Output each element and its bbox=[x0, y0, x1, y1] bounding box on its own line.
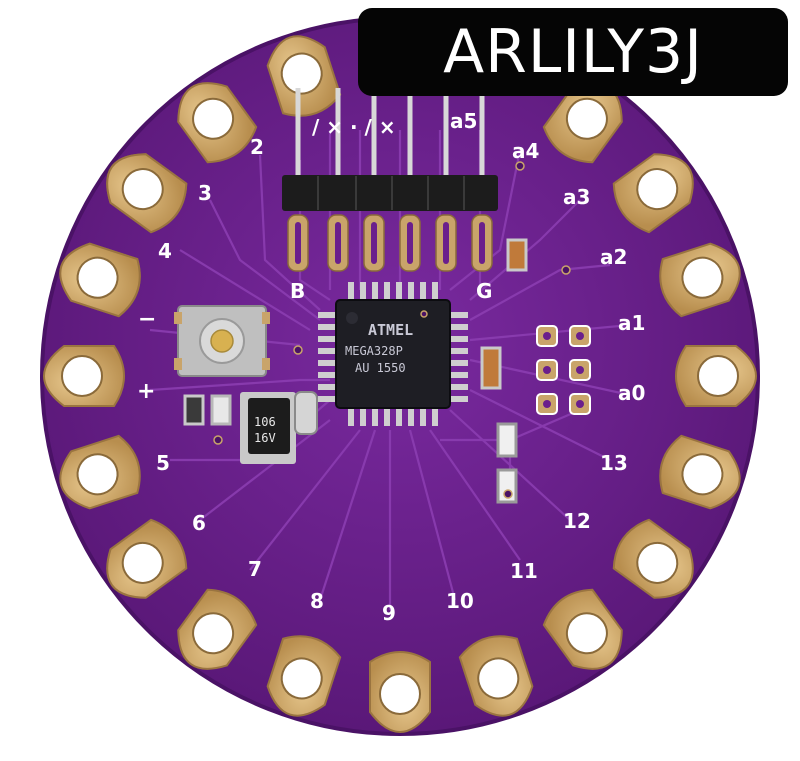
pin-label-3: 3 bbox=[198, 181, 212, 205]
sew-pad bbox=[659, 434, 741, 510]
sew-pad bbox=[659, 242, 741, 318]
pin-label-2: 2 bbox=[250, 135, 264, 159]
reset-button bbox=[174, 305, 270, 377]
header-label-top: / × · / × bbox=[312, 115, 396, 139]
chip-code: AU 1550 bbox=[355, 361, 406, 375]
pin-label-6: 6 bbox=[192, 511, 206, 535]
pin-labels: 2 3 4 − + 5 6 7 8 9 10 11 12 13 a0 a1 a2… bbox=[137, 109, 645, 625]
header-pins bbox=[295, 88, 485, 180]
sew-pad bbox=[106, 518, 188, 599]
sew-pad bbox=[542, 82, 623, 164]
sew-pad bbox=[458, 635, 534, 717]
pin-label-11: 11 bbox=[510, 559, 538, 583]
pin-label-5: 5 bbox=[156, 451, 170, 475]
sew-pad bbox=[369, 651, 431, 733]
sew-pad bbox=[43, 345, 125, 407]
sew-pad bbox=[177, 82, 258, 164]
sew-pad bbox=[612, 153, 694, 234]
sew-pad bbox=[542, 588, 623, 670]
sew-pads bbox=[43, 35, 757, 733]
pin-label-a3: a3 bbox=[563, 185, 590, 209]
sew-pad bbox=[266, 635, 342, 717]
pin-label-plus: + bbox=[137, 379, 155, 404]
mcu-chip: ATMEL MEGA328P AU 1550 bbox=[318, 282, 468, 426]
sew-pad bbox=[675, 345, 757, 407]
header-body bbox=[282, 175, 498, 211]
sew-pad bbox=[612, 518, 694, 599]
chip-brand: ATMEL bbox=[368, 321, 413, 339]
pin-label-13: 13 bbox=[600, 451, 628, 475]
pin-label-a2: a2 bbox=[600, 245, 627, 269]
smd-components bbox=[183, 238, 528, 504]
pin-label-8: 8 bbox=[310, 589, 324, 613]
pin-label-10: 10 bbox=[446, 589, 474, 613]
pin-label-9: 9 bbox=[382, 601, 396, 625]
pin-label-minus: − bbox=[138, 307, 156, 332]
header-label-g: G bbox=[476, 279, 492, 303]
title-badge: ARLILY3J bbox=[358, 8, 788, 96]
capacitor-line2: 16V bbox=[254, 431, 276, 445]
chip-pins bbox=[318, 282, 468, 426]
sew-pad bbox=[59, 242, 141, 318]
chip-model: MEGA328P bbox=[345, 344, 403, 358]
pin-label-7: 7 bbox=[248, 557, 262, 581]
pin-header bbox=[282, 88, 498, 272]
pin-label-12: 12 bbox=[563, 509, 591, 533]
chip-body bbox=[335, 299, 451, 409]
pin-label-a1: a1 bbox=[618, 311, 645, 335]
vias bbox=[213, 161, 571, 499]
sew-pad bbox=[59, 434, 141, 510]
title-badge-text: ARLILY3J bbox=[443, 17, 703, 87]
sew-pad bbox=[106, 153, 188, 234]
pin-label-a5: a5 bbox=[450, 109, 477, 133]
header-label-b: B bbox=[290, 279, 305, 303]
capacitor-line1: 106 bbox=[254, 415, 276, 429]
pin-label-4: 4 bbox=[158, 239, 172, 263]
pin-label-a0: a0 bbox=[618, 381, 645, 405]
pin-label-a4: a4 bbox=[512, 139, 539, 163]
sew-pad bbox=[177, 588, 258, 670]
tantalum-capacitor: 106 16V bbox=[240, 392, 296, 464]
